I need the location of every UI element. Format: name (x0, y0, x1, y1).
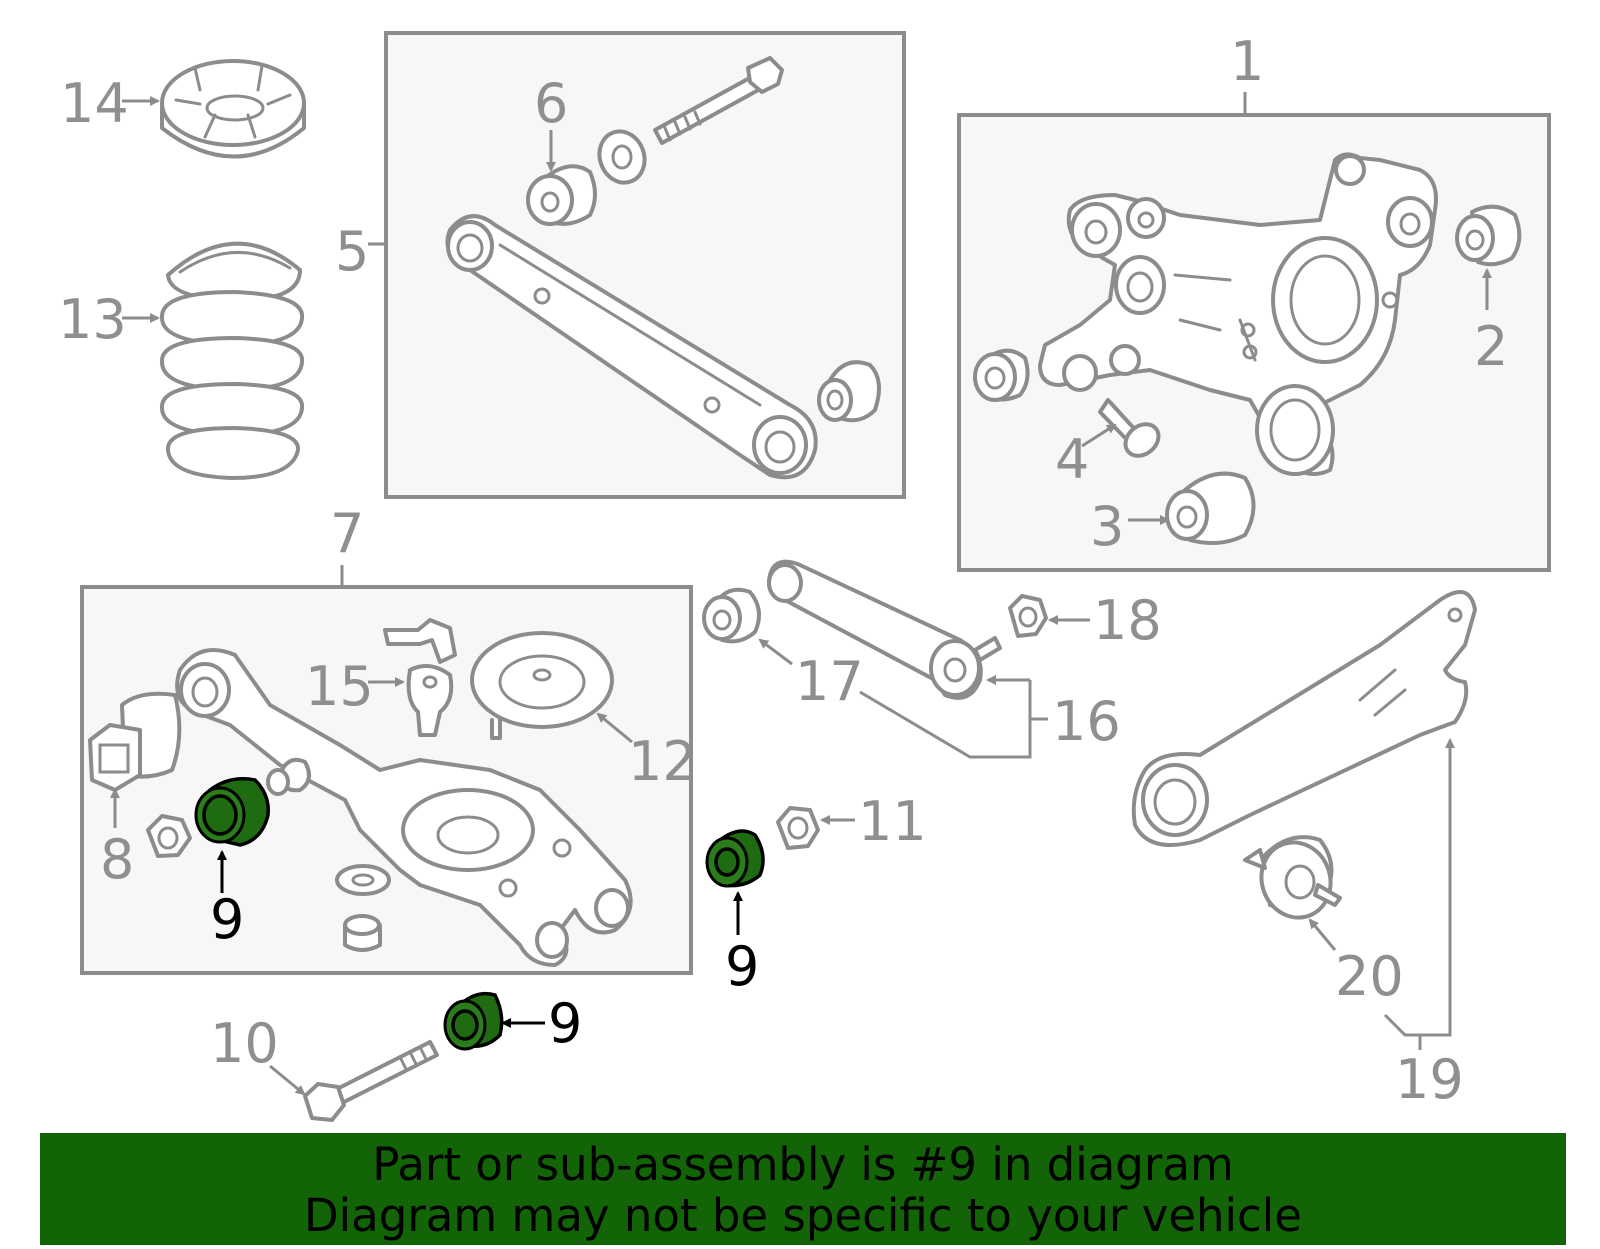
callout-9-b: 9 (725, 935, 759, 998)
part-5-lateral-arm (445, 214, 818, 480)
part-2-bushing (1455, 204, 1522, 267)
part-10-bolt (303, 1040, 439, 1122)
callout-9-a: 9 (210, 888, 244, 951)
callout-3: 3 (1090, 495, 1124, 558)
part-9-bushing-c (443, 991, 504, 1051)
callout-10: 10 (210, 1012, 279, 1075)
part-20-bushing (1243, 835, 1342, 920)
part-6-bushing (526, 164, 597, 226)
callout-14: 14 (60, 72, 129, 135)
part-5-bushing-right (817, 360, 881, 423)
part-1-knuckle (1038, 152, 1438, 476)
info-banner: Part or sub-assembly is #9 in diagram Di… (40, 1133, 1566, 1245)
callout-13: 13 (58, 288, 127, 351)
part-11-nut (776, 806, 820, 850)
callout-20: 20 (1335, 945, 1404, 1008)
callout-11: 11 (858, 790, 927, 853)
callout-9-c: 9 (548, 992, 582, 1055)
part-3-bushing (1165, 471, 1256, 546)
part-5-bolt (653, 56, 784, 145)
part-7-nut (146, 814, 192, 858)
part-1-bushing-left (973, 348, 1030, 402)
callout-1: 1 (1230, 30, 1264, 93)
part-19-trailing-arm (1131, 590, 1477, 847)
part-18-nut (1008, 594, 1048, 638)
callout-6: 6 (534, 72, 568, 135)
callout-19: 19 (1395, 1048, 1464, 1111)
callout-8: 8 (100, 828, 134, 891)
part-15-link (383, 618, 457, 737)
part-14-spring-seat (160, 59, 306, 159)
part-5-washer (597, 129, 647, 185)
part-7-stopper (343, 914, 382, 952)
callout-15: 15 (305, 655, 374, 718)
part-13-coil-spring (160, 241, 305, 480)
part-17-bushing (702, 587, 761, 644)
part-16-link (767, 559, 1002, 700)
banner-line-1: Part or sub-assembly is #9 in diagram (372, 1138, 1234, 1191)
part-7-washer (335, 864, 391, 896)
part-9-bushing-b (705, 829, 765, 888)
callout-7: 7 (330, 502, 364, 565)
callout-17: 17 (795, 650, 864, 713)
banner-line-2: Diagram may not be specific to your vehi… (304, 1189, 1302, 1242)
callout-12: 12 (628, 730, 697, 793)
part-9-bushing-a (194, 777, 270, 847)
part-7-lower-arm (175, 648, 633, 967)
callout-18: 18 (1093, 589, 1162, 652)
part-8-bushing (88, 691, 182, 792)
callout-16: 16 (1052, 690, 1121, 753)
part-12-seat (470, 631, 614, 740)
part-4-pin (1098, 398, 1161, 458)
callout-4: 4 (1055, 428, 1089, 491)
callout-2: 2 (1474, 315, 1508, 378)
callout-5: 5 (335, 220, 369, 283)
